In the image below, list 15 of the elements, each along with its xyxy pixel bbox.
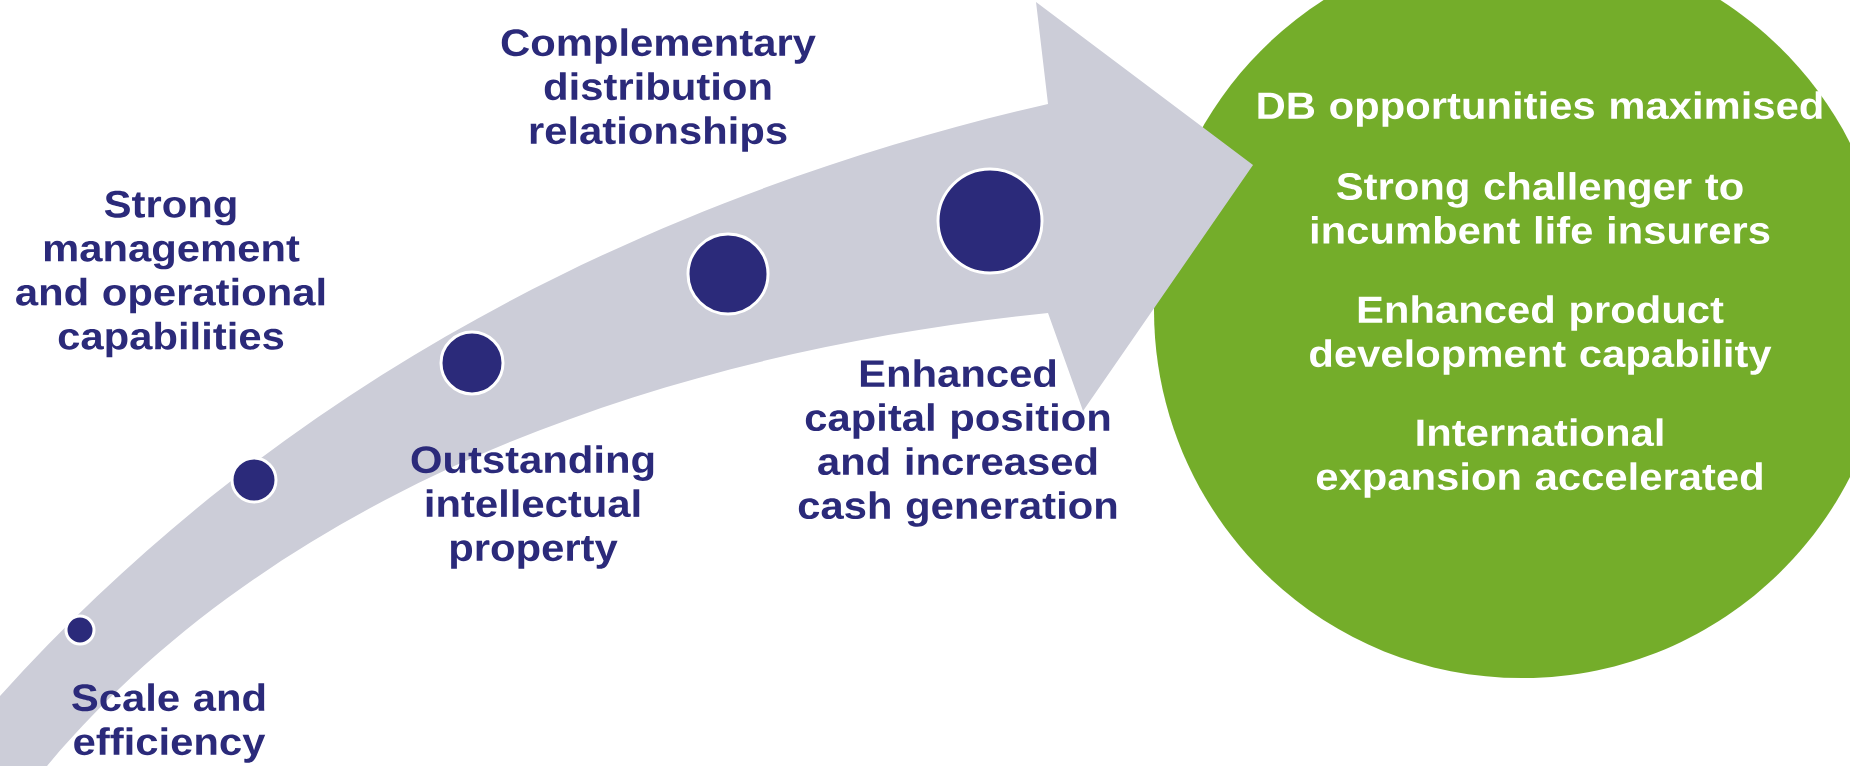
outcome-text: International expansion accelerated (1316, 418, 1762, 498)
curved-arrow (0, 2, 1253, 766)
milestone-dot (64, 614, 96, 646)
milestone-dot (936, 167, 1044, 275)
milestone-label: Enhanced capital position and increased cash generation (798, 359, 1117, 527)
milestone-label: Complementary distribution relationships (501, 28, 816, 152)
milestone-dot (230, 456, 278, 504)
outcome-text: Enhanced product development capability (1310, 295, 1772, 375)
milestone-dot (686, 232, 770, 316)
outcome-text: DB opportunities maximised (1258, 91, 1822, 127)
milestone-dot (439, 330, 505, 396)
outcome-text: Strong challenger to incumbent life insurers (1311, 172, 1770, 244)
milestone-label: Outstanding intellectual property (411, 445, 654, 569)
milestone-label: Scale and efficiency (72, 683, 266, 763)
milestone-label: Strong management and operational capabilities (16, 190, 325, 358)
